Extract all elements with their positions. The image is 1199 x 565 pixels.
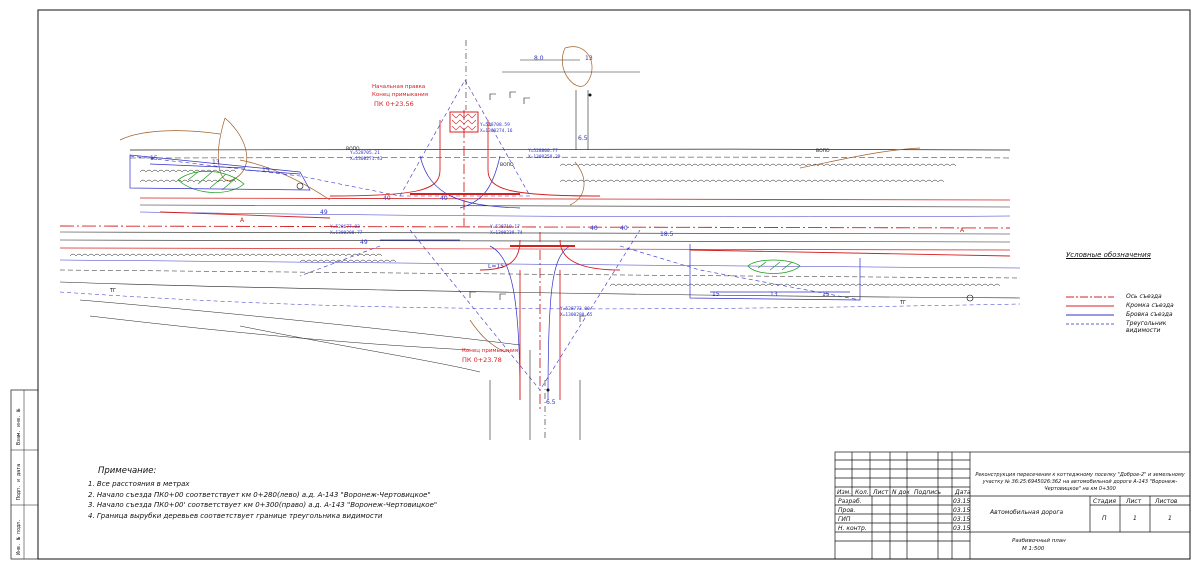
dimension-label: 6.5 bbox=[578, 135, 588, 142]
dimension-label: 18.5 bbox=[660, 231, 674, 238]
end-label-pk: ПК 0+23.78 bbox=[462, 356, 502, 364]
dimension-label: 40 bbox=[383, 195, 391, 202]
tb-drawing-name: Разбивочный план bbox=[1012, 538, 1066, 544]
coordinate-label: X=1300280.65 bbox=[560, 312, 593, 318]
tb-scale: М 1:500 bbox=[1022, 546, 1045, 552]
dimension-label: 15 bbox=[262, 167, 270, 174]
coordinate-label: X=1300208.77 bbox=[330, 230, 363, 236]
tb-header-kol: Кол. bbox=[855, 489, 869, 496]
tb-row-role: Н. контр. bbox=[838, 525, 867, 532]
coordinate-label: X=1300239.74 bbox=[490, 230, 523, 236]
title-block-frame bbox=[834, 451, 1191, 560]
coordinate-label: Y=528719.17 bbox=[490, 224, 520, 230]
note-item: 3. Начало съезда ПК0+00' соответствует к… bbox=[88, 501, 438, 509]
dimension-label: 40 bbox=[590, 225, 598, 232]
tg-label-2: ТГ bbox=[899, 300, 906, 306]
dimension-label: 15 bbox=[822, 291, 830, 298]
legend-item-edge: Кромка съезда bbox=[1126, 302, 1174, 309]
coordinate-labels: Y=528708.59X=1300274.16Y=528705.21X=1300… bbox=[330, 122, 593, 318]
plan-drawing: Начальная правка Конец примыкания ПК 0+2… bbox=[59, 40, 1021, 440]
tb-sheet-header: Лист bbox=[1126, 498, 1142, 505]
legend-swatches bbox=[1066, 296, 1114, 325]
tb-header-podpis: Подпись bbox=[914, 489, 941, 496]
legend-title: Условные обозначения bbox=[1066, 251, 1151, 259]
side-field-2: Подп. и дата bbox=[16, 464, 22, 500]
dimension-label: 13 bbox=[770, 291, 778, 298]
tb-row-date: 03.15 bbox=[953, 507, 971, 514]
dimension-label: 15 bbox=[150, 155, 158, 162]
dimension-label: L=15 bbox=[488, 263, 504, 270]
wopo-label-2: ВОПО bbox=[500, 162, 514, 168]
tb-row-date: 03.15 bbox=[953, 516, 971, 523]
tb-sheet-value: 1 bbox=[1133, 515, 1137, 522]
side-stamp: Инв. № подл. Подп. и дата Взам. инв. № bbox=[10, 389, 39, 560]
coordinate-label: Y=528677.83 bbox=[330, 224, 360, 230]
coordinate-label: X=1300271.43 bbox=[350, 156, 383, 162]
tb-stage-value: П bbox=[1102, 515, 1107, 522]
coordinate-label: X=1300274.16 bbox=[480, 128, 513, 134]
end-label-a: Конец примыкания bbox=[462, 348, 518, 354]
dimension-label: 40 bbox=[440, 195, 448, 202]
coordinate-label: Y=528800.77 bbox=[528, 148, 558, 154]
tb-row-date: 03.15 bbox=[953, 498, 971, 505]
tg-label-1: ТГ bbox=[109, 288, 116, 294]
note-item: 4. Граница вырубки деревьев соответствуе… bbox=[88, 511, 383, 520]
coordinate-label: Y=528705.21 bbox=[350, 150, 380, 156]
wopo-label-1: ВОПО bbox=[346, 146, 360, 152]
tb-sheets-value: 1 bbox=[1168, 515, 1172, 522]
dimension-label: 6.5 bbox=[546, 399, 556, 406]
dimension-label: 15 bbox=[712, 291, 720, 298]
tb-sheets-header: Листов bbox=[1155, 498, 1178, 505]
side-field-1: Инв. № подл. bbox=[16, 519, 22, 555]
start-label-a: Начальная правка bbox=[372, 84, 425, 90]
tb-row-date: 03.15 bbox=[953, 525, 971, 532]
tb-row-role: ГИП bbox=[838, 516, 851, 523]
start-label-pk: ПК 0+23.56 bbox=[374, 100, 414, 108]
axis-label-left: А bbox=[240, 217, 245, 224]
dimension-label: 13 bbox=[585, 55, 593, 62]
tb-header-ndok: N док bbox=[892, 489, 910, 496]
legend-item-shoulder: Бровка съезда bbox=[1126, 311, 1173, 318]
coordinate-label: X=1300258.29 bbox=[528, 154, 561, 160]
side-field-3: Взам. инв. № bbox=[16, 409, 22, 445]
dimension-label: 40 bbox=[620, 225, 628, 232]
dimension-label: 13 bbox=[212, 159, 220, 166]
note-item: 2. Начало съезда ПК0+00 соответствует км… bbox=[88, 490, 431, 499]
tb-header-izm: Изм. bbox=[837, 489, 852, 496]
tb-stage-header: Стадия bbox=[1093, 498, 1117, 505]
legend-item-visibility: Треугольник видимости bbox=[1126, 320, 1167, 334]
notes-list: 1. Все расстояния в метрах 2. Начало съе… bbox=[88, 479, 437, 521]
note-item: 1. Все расстояния в метрах bbox=[88, 480, 190, 488]
tb-header-data: Дата bbox=[955, 489, 971, 496]
tb-project-title: Реконструкция пересечения к коттеджному … bbox=[975, 472, 1185, 492]
notes-heading: Примечание: bbox=[98, 466, 157, 476]
axis-label-right: А bbox=[960, 227, 965, 234]
coordinate-label: Y=528708.59 bbox=[480, 122, 510, 128]
tb-row-role: Пров. bbox=[838, 507, 856, 514]
coordinate-label: Y=528773.00 bbox=[560, 306, 590, 312]
tb-row-role: Разраб. bbox=[838, 498, 862, 505]
dimension-label: 49 bbox=[360, 239, 368, 246]
dimension-label: 49 bbox=[320, 209, 328, 216]
tb-object-name: Автомобильная дорога bbox=[990, 509, 1064, 516]
start-hatch-box bbox=[449, 111, 479, 133]
legend-item-axis: Ось съезда bbox=[1126, 293, 1162, 300]
dimension-label: 8.0 bbox=[534, 55, 544, 62]
start-label-b: Конец примыкания bbox=[372, 92, 428, 98]
wopo-label-3: ВОПО bbox=[816, 148, 830, 154]
sheet-frame bbox=[37, 9, 1191, 560]
tb-header-list: Лист bbox=[873, 489, 889, 496]
